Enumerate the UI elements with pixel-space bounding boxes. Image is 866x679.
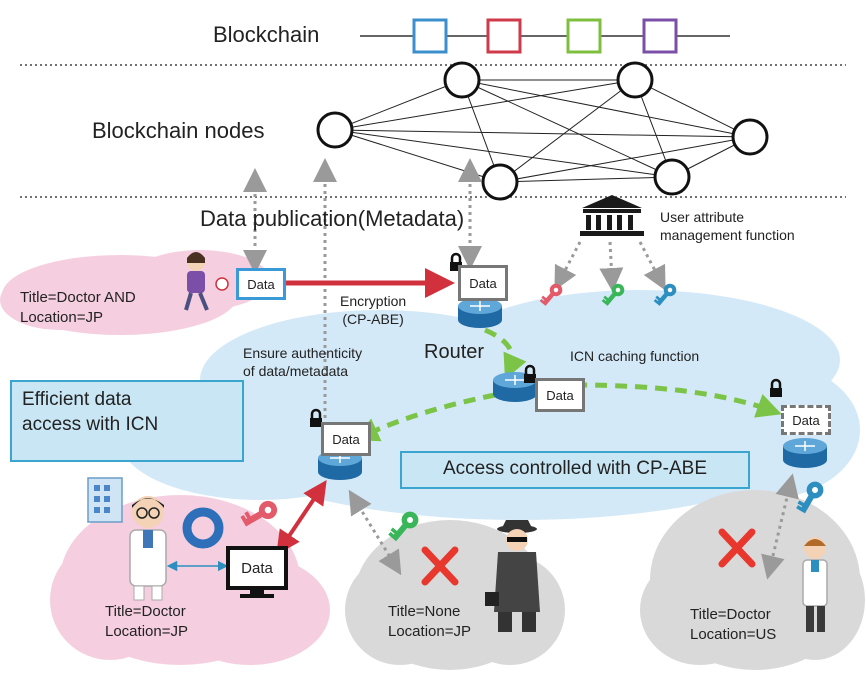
node-mesh xyxy=(334,79,751,183)
router-icon xyxy=(458,298,502,328)
blockchain-label: Blockchain xyxy=(213,22,320,47)
key-red-icon xyxy=(539,283,563,306)
lock-icon xyxy=(770,378,782,397)
key-blue-icon xyxy=(796,481,824,514)
icn-caching-label: ICN caching function xyxy=(570,348,700,364)
none-user-arrow xyxy=(348,489,402,576)
encryption-label: Encryption (CP-ABE) xyxy=(340,293,407,328)
efficient-access-callout: Efficient data access with ICN xyxy=(10,380,244,462)
user-attrs-none: Title=None Location=JP xyxy=(388,603,471,640)
ring-icon xyxy=(182,507,224,549)
doctor-jp-icon xyxy=(129,496,167,601)
deny-icons xyxy=(421,528,756,586)
router-label: Router xyxy=(424,341,485,363)
blockchain-blocks xyxy=(412,18,678,54)
cache-arrow-2 xyxy=(353,392,496,442)
user-attrs-doctor-jp: Title=Doctor Location=JP xyxy=(105,603,188,640)
publisher-person-icon xyxy=(184,252,229,311)
access-control-callout: Access controlled with CP-ABE xyxy=(400,451,750,489)
node-6 xyxy=(731,118,769,156)
key-arrow-red xyxy=(554,241,582,291)
key-arrow-blue xyxy=(638,241,666,291)
authenticity-label: Ensure authenticity of data/metadata xyxy=(243,345,363,380)
node-1 xyxy=(316,111,354,149)
blockchain-nodes xyxy=(316,61,769,201)
cache-arrow-3 xyxy=(574,382,782,418)
spy-person-icon xyxy=(485,520,540,632)
doctor-us-icon xyxy=(802,537,828,632)
routers xyxy=(318,298,827,480)
us-user-arrow xyxy=(761,473,799,580)
doctor-access-arrow xyxy=(276,480,327,555)
data-publication-label: Data publication(Metadata) xyxy=(200,206,465,231)
hospital-icon xyxy=(87,477,123,523)
key-arrow-green xyxy=(599,241,624,292)
cache-arrow-1 xyxy=(483,327,527,380)
doctor-jp-cloud xyxy=(50,495,330,665)
router-icon xyxy=(783,438,827,468)
node-2 xyxy=(443,61,481,99)
data-tag-router-3: Data xyxy=(321,422,371,456)
key-green-icon xyxy=(601,283,625,306)
lock-icon xyxy=(450,252,462,271)
data-tag-computer: Data xyxy=(232,555,282,581)
lock-icon xyxy=(524,364,536,383)
node-4 xyxy=(481,163,519,201)
lock-icon xyxy=(310,408,322,427)
block-2 xyxy=(486,18,522,54)
locks xyxy=(310,252,782,427)
block-1 xyxy=(412,18,448,54)
user-attribute-label: User attribute management function xyxy=(660,209,795,244)
data-tag-cache: Data xyxy=(781,405,831,435)
data-tag-router-2: Data xyxy=(535,378,585,412)
block-4 xyxy=(642,18,678,54)
data-tag-publisher: Data xyxy=(236,268,286,300)
key-red-icon xyxy=(240,500,278,527)
node-3 xyxy=(616,61,654,99)
keys xyxy=(240,283,824,542)
institution-icon xyxy=(580,195,644,236)
node-5 xyxy=(653,158,691,196)
key-green-icon xyxy=(388,511,419,542)
blockchain-nodes-label: Blockchain nodes xyxy=(92,118,265,143)
router-icon xyxy=(318,450,362,480)
data-tag-router-1: Data xyxy=(458,265,508,301)
key-blue-icon xyxy=(653,283,677,306)
block-3 xyxy=(566,18,602,54)
user-attrs-doctor-us: Title=Doctor Location=US xyxy=(690,606,777,643)
publisher-policy: Title=Doctor AND Location=JP xyxy=(20,289,136,326)
